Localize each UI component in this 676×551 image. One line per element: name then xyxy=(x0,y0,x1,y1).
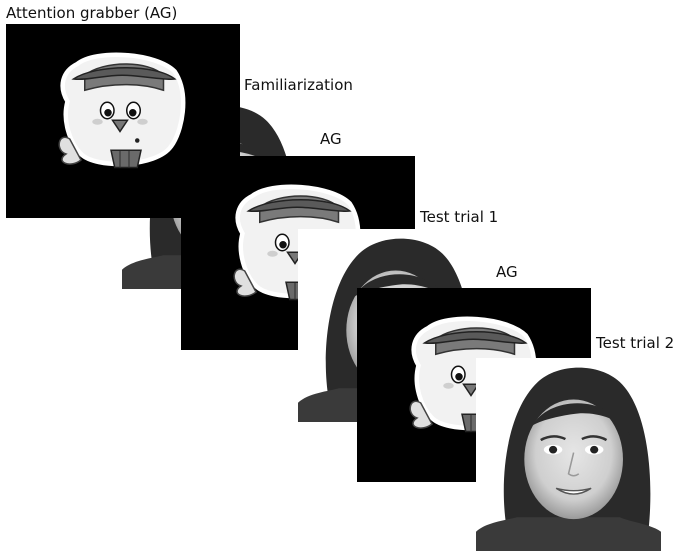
label-test-trial-1: Test trial 1 xyxy=(420,210,498,225)
label-attention-grabber: Attention grabber (AG) xyxy=(6,6,177,21)
label-ag-3: AG xyxy=(496,265,518,280)
label-test-trial-2: Test trial 2 xyxy=(596,336,674,351)
face-photo-icon xyxy=(476,358,661,551)
frame-test-trial-2-face xyxy=(476,358,661,551)
label-ag-2: AG xyxy=(320,132,342,147)
label-familiarization: Familiarization xyxy=(244,78,353,93)
